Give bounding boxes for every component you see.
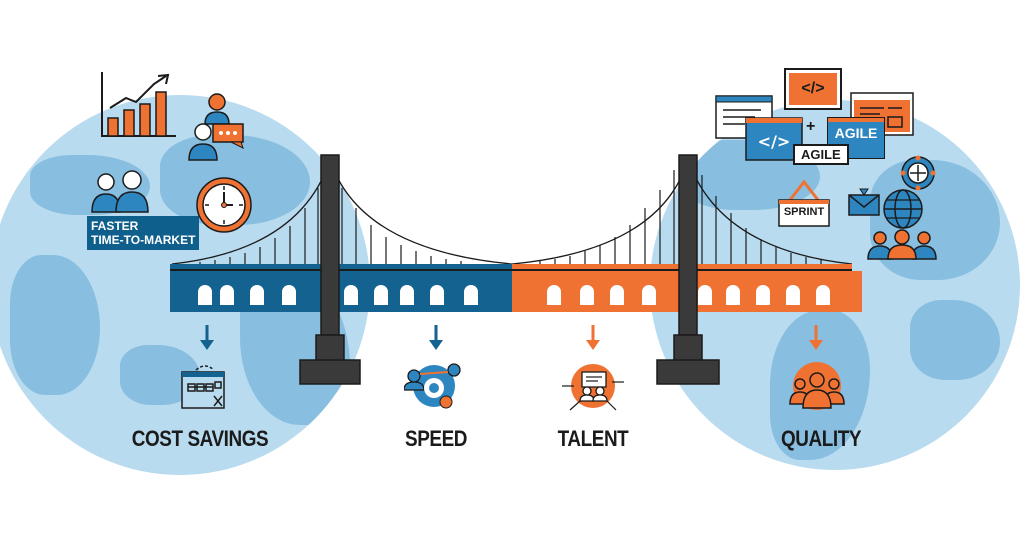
browser-window-icon: [715, 95, 773, 139]
svg-text:</>: </>: [758, 132, 791, 151]
team-chat-icon: [188, 93, 244, 161]
faster-time-to-market-badge: FASTER TIME-TO-MARKET: [87, 216, 200, 250]
code-window-icon: </>: [745, 117, 803, 161]
group-icon: [789, 362, 845, 410]
sprint-label: SPRINT: [783, 206, 825, 218]
bar-chart-growth-icon: [101, 72, 176, 137]
benefit-label-quality: QUALITY: [780, 426, 862, 451]
interview-icon: [562, 364, 624, 411]
globe-icon: [883, 189, 923, 229]
agile-label-window: AGILE: [834, 125, 878, 141]
clock-icon: [196, 177, 252, 233]
plus-sign: +: [806, 118, 816, 135]
benefit-label-cost-savings: COST SAVINGS: [131, 426, 269, 451]
target-icon: [900, 155, 936, 191]
benefit-label-speed: SPEED: [404, 426, 468, 451]
email-icon: [848, 188, 880, 216]
gear-people-icon: [404, 363, 461, 409]
badge-line-2: TIME-TO-MARKET: [91, 233, 196, 247]
calendar-icon: [181, 365, 225, 409]
benefit-label-talent: TALENT: [557, 426, 629, 451]
people-icon: [91, 170, 149, 213]
team-icon: [867, 229, 937, 260]
agile-tag: AGILE: [793, 144, 849, 165]
code-bubble: </>: [784, 68, 842, 110]
sprint-sign-icon: [778, 179, 830, 227]
badge-line-1: FASTER: [91, 219, 139, 233]
code-symbol: </>: [789, 73, 837, 105]
